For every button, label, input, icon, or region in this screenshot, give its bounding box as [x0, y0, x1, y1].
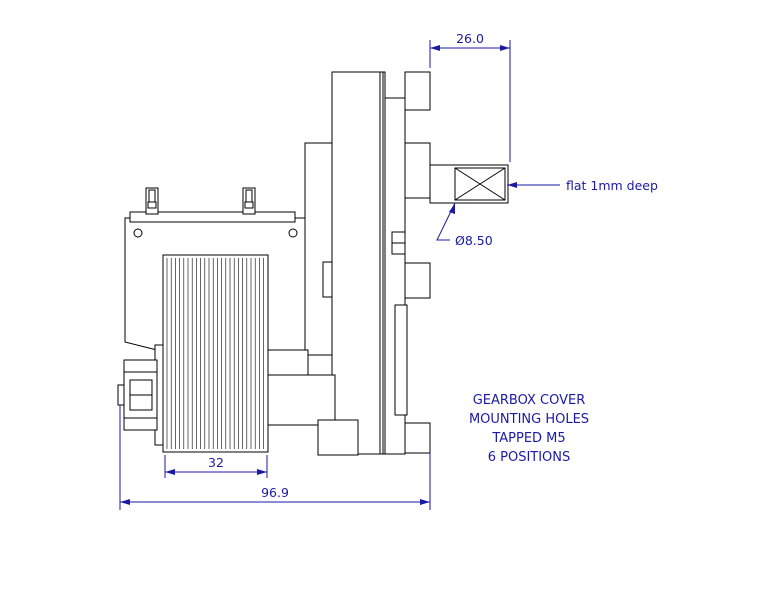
terminal-strip	[129, 211, 296, 223]
dimensions-layer: 26.0 flat 1mm deep Ø8.50 32	[119, 31, 658, 510]
shaft-diameter-label: Ø8.50	[455, 233, 493, 248]
gearbox-right-boss-bottom	[404, 262, 431, 299]
dimension-coil-width	[164, 455, 268, 478]
mounting-note: GEARBOX COVER MOUNTING HOLES TAPPED M5 6…	[469, 393, 589, 465]
dimension-shaft-length	[429, 40, 511, 162]
note-line-3: TAPPED M5	[491, 431, 565, 446]
motor-lower-housing	[317, 419, 359, 456]
spade-terminal-left	[145, 187, 159, 215]
frame-hole-left	[133, 228, 143, 238]
motor-shaft-housing	[264, 374, 336, 426]
motor-shaft-collar	[267, 349, 309, 376]
mounting-tab-bottom	[404, 422, 431, 454]
dimension-coil-width-label: 32	[208, 455, 224, 470]
mounting-tab-top	[404, 71, 431, 111]
note-line-2: MOUNTING HOLES	[469, 412, 589, 427]
frame-hole-right	[288, 228, 298, 238]
motor-shaft-end	[117, 384, 125, 406]
note-line-1: GEARBOX COVER	[473, 393, 586, 408]
gearbox-main-plate	[331, 71, 386, 455]
motor-coil-laminations	[162, 254, 269, 453]
gearmotor-body	[117, 71, 509, 456]
dimension-shaft-length-label: 26.0	[456, 31, 484, 46]
spade-terminal-right	[242, 187, 256, 215]
dimension-overall-width	[119, 405, 431, 510]
gearbox-right-lower-block	[394, 304, 408, 416]
note-line-4: 6 POSITIONS	[488, 450, 571, 465]
diameter-leader	[436, 202, 456, 241]
flat-leader	[507, 182, 560, 188]
gearbox-right-boss-top	[404, 142, 431, 199]
output-shaft	[429, 164, 509, 204]
shaft-flat-callout: flat 1mm deep	[566, 178, 658, 193]
dimension-overall-width-label: 96.9	[261, 485, 289, 500]
